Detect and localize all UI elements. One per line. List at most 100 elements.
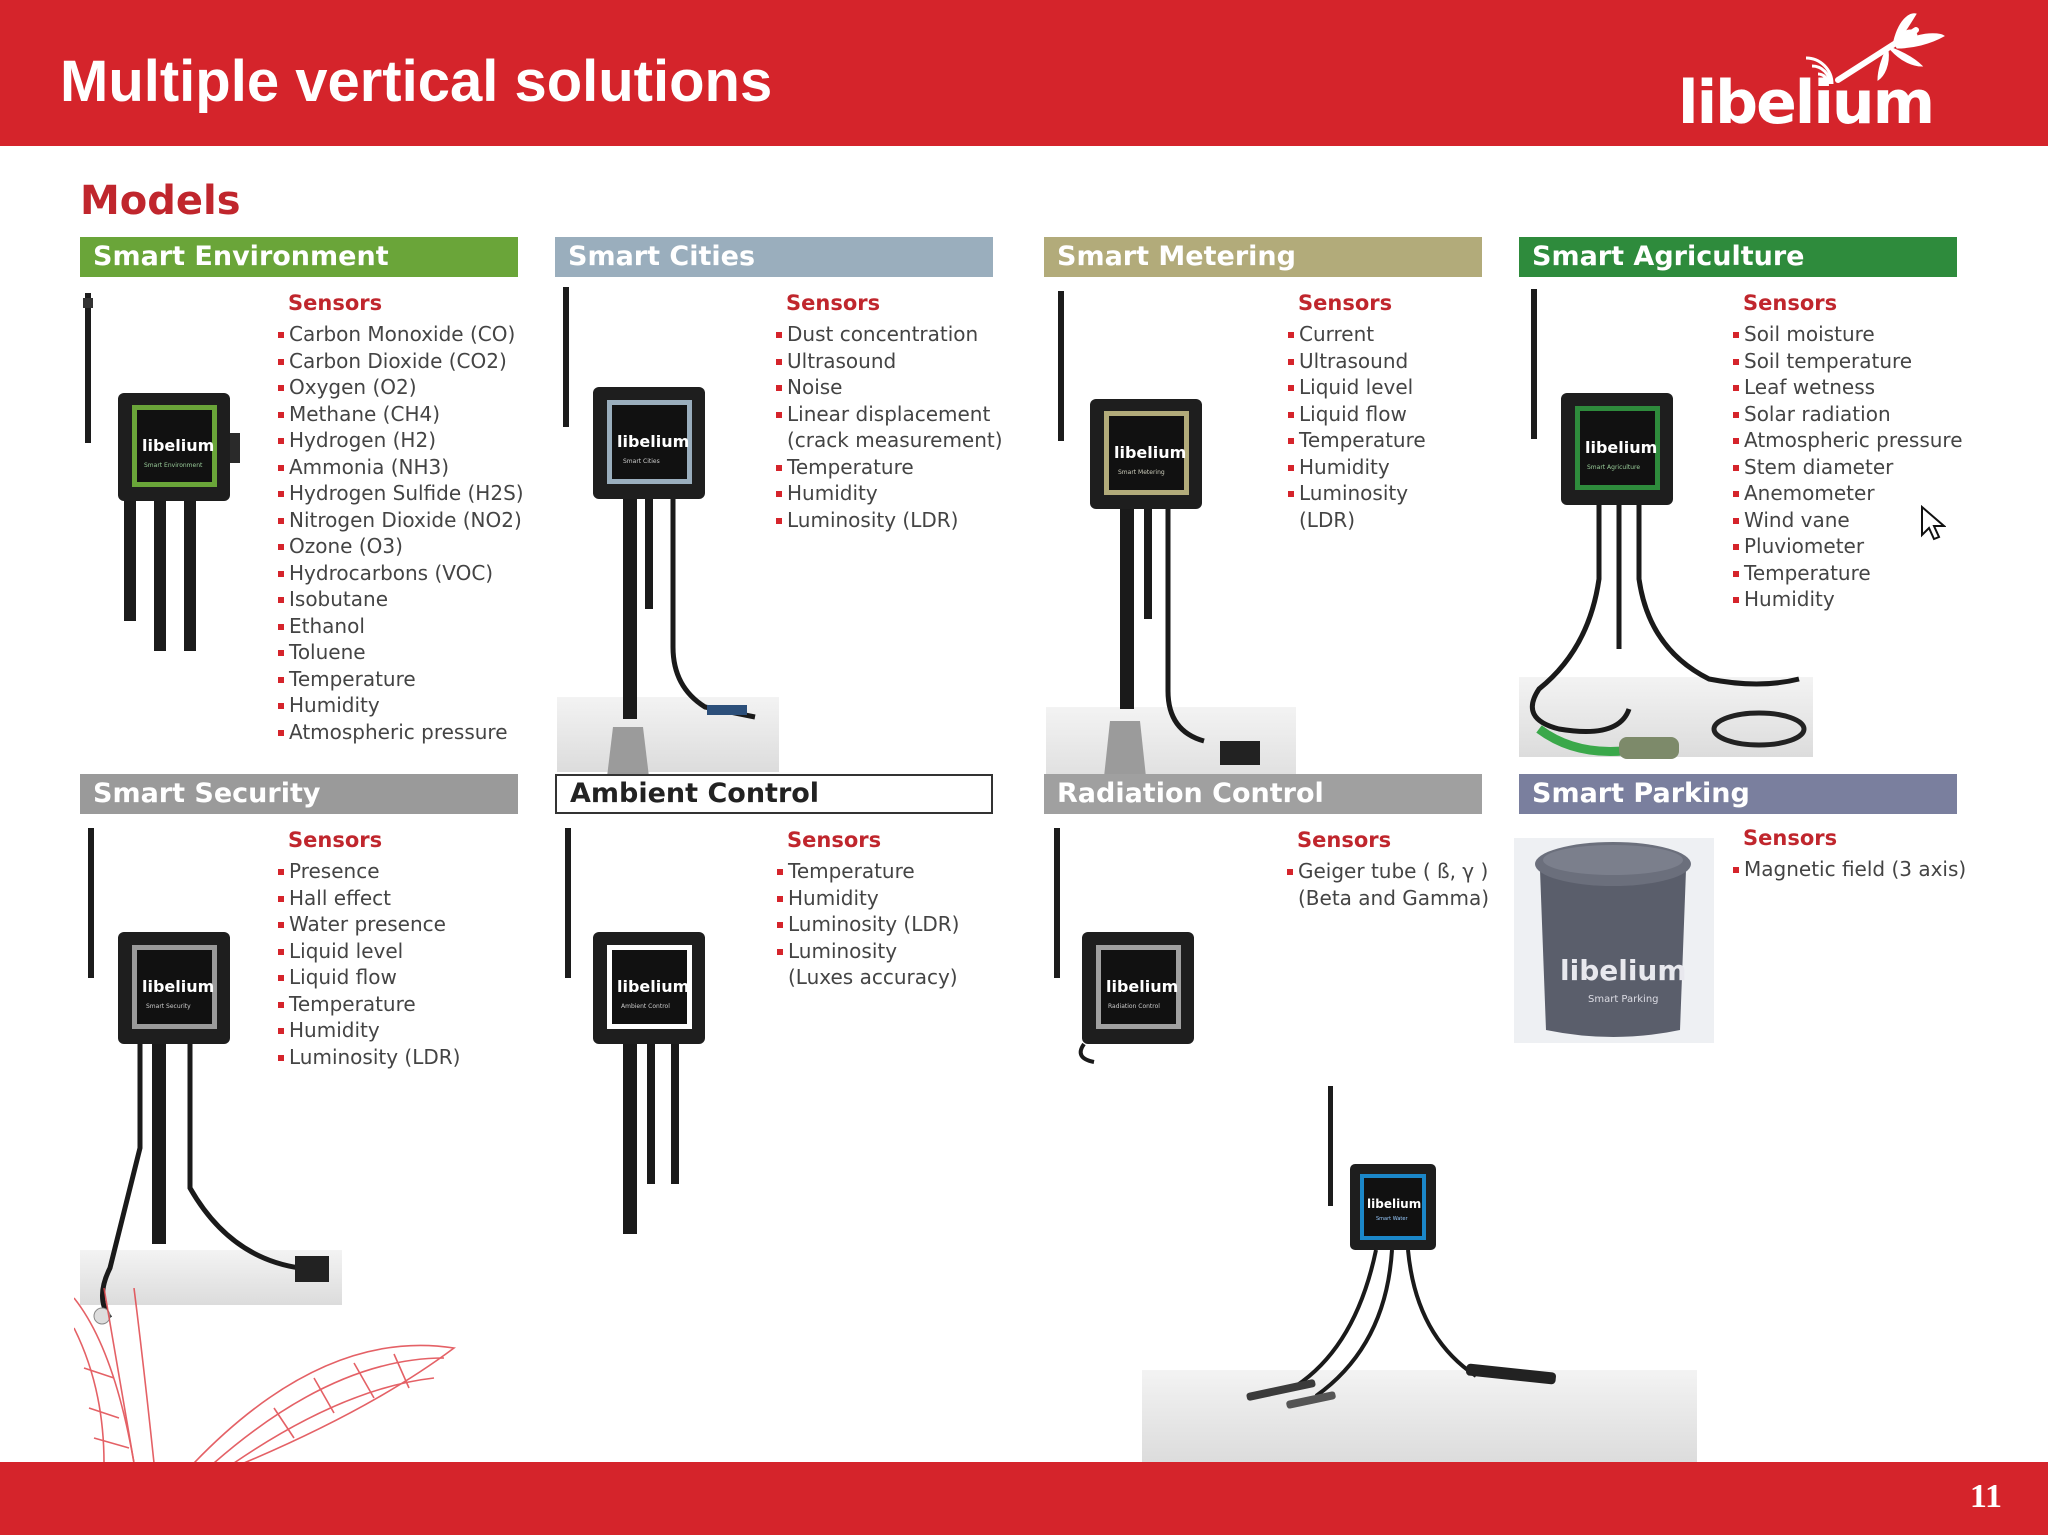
libelium-logo: libelium <box>1678 10 1948 140</box>
sensor-item: Noise <box>776 374 1003 401</box>
sensor-item: Luminosity (LDR) <box>776 507 1003 534</box>
photo-backdrop <box>1142 1370 1697 1462</box>
card-title: Smart Security <box>80 774 518 814</box>
svg-text:libelium: libelium <box>617 432 689 451</box>
sensor-item: Liquid level <box>1288 374 1426 401</box>
svg-text:Radiation Control: Radiation Control <box>1108 1003 1160 1010</box>
sensor-item: Humidity <box>278 692 524 719</box>
card-smart-security: Smart Security libelium Smart Security S… <box>80 774 518 1325</box>
sensor-item: Temperature <box>777 858 959 885</box>
svg-text:libelium: libelium <box>1560 954 1687 987</box>
svg-text:Smart Metering: Smart Metering <box>1118 469 1165 476</box>
sensor-list: Carbon Monoxide (CO) Carbon Dioxide (CO2… <box>278 321 524 745</box>
sensor-item: Pluviometer <box>1733 533 1963 560</box>
security-device-image: libelium Smart Security <box>80 828 350 1328</box>
sensor-item: Hydrogen Sulfide (H2S) <box>278 480 524 507</box>
sensor-item: Atmospheric pressure <box>278 719 524 746</box>
sensor-item: Liquid flow <box>1288 401 1426 428</box>
sensor-list: Temperature Humidity Luminosity (LDR) Lu… <box>777 858 959 991</box>
dragonfly-wing-decoration <box>73 1287 464 1464</box>
svg-text:Smart Security: Smart Security <box>146 1003 191 1010</box>
svg-text:Smart Cities: Smart Cities <box>623 458 660 465</box>
card-title: Ambient Control <box>555 774 993 814</box>
sensors-heading: Sensors <box>288 828 383 852</box>
slide-title: Multiple vertical solutions <box>60 49 773 114</box>
card-smart-environment: Smart Environment libelium Smart Environ… <box>80 237 524 744</box>
sensor-list: Magnetic field (3 axis) <box>1733 856 1966 883</box>
svg-text:Smart Parking: Smart Parking <box>1588 994 1659 1005</box>
sensor-item: Humidity <box>1733 586 1963 613</box>
sensor-list: Current Ultrasound Liquid level Liquid f… <box>1288 321 1426 533</box>
sensor-item: Dust concentration <box>776 321 1003 348</box>
sensor-item: Hydrogen (H2) <box>278 427 524 454</box>
sensor-item: Temperature <box>1288 427 1426 454</box>
sensor-item: Carbon Dioxide (CO2) <box>278 348 524 375</box>
sensor-list: Presence Hall effect Water presence Liqu… <box>278 858 460 1070</box>
sensor-item: (Luxes accuracy) <box>788 965 958 989</box>
card-ambient-control: Ambient Control libelium Ambient Control… <box>555 774 993 1234</box>
sensors-heading: Sensors <box>787 828 882 852</box>
sensor-item: Isobutane <box>278 586 524 613</box>
logo-wordmark: libelium <box>1678 68 1935 138</box>
ambient-device-image: libelium Ambient Control <box>555 828 755 1238</box>
sensor-item: Atmospheric pressure <box>1733 427 1963 454</box>
sensor-item: Current <box>1288 321 1426 348</box>
sensor-item: Temperature <box>278 666 524 693</box>
sensor-item: Soil temperature <box>1733 348 1963 375</box>
metering-device-image: libelium Smart Metering <box>1044 291 1294 791</box>
sensors-heading: Sensors <box>1743 826 1838 850</box>
sensor-item: Presence <box>278 858 460 885</box>
sensor-item: Hydrocarbons (VOC) <box>278 560 524 587</box>
environment-device-image: libelium Smart Environment <box>80 293 250 658</box>
sensor-item: Wind vane <box>1733 507 1963 534</box>
parking-sensor-image: libelium Smart Parking <box>1514 830 1714 1045</box>
sensor-item: Solar radiation <box>1733 401 1963 428</box>
sensor-item: Luminosity (LDR) <box>777 911 959 938</box>
mouse-pointer-icon <box>1920 504 1947 546</box>
sensor-item: Ozone (O3) <box>278 533 524 560</box>
sensor-item: Geiger tube ( ß, γ ) <box>1287 858 1489 885</box>
sensor-item: Anemometer <box>1733 480 1963 507</box>
sensor-item: Hall effect <box>278 885 460 912</box>
agriculture-device-image: libelium Smart Agriculture <box>1519 289 1819 769</box>
sensor-item: Temperature <box>278 991 460 1018</box>
sensor-item: (crack measurement) <box>787 428 1003 452</box>
sensors-heading: Sensors <box>288 291 383 315</box>
sensors-heading: Sensors <box>1298 291 1393 315</box>
footer-bar: 11 <box>0 1462 2048 1535</box>
svg-text:libelium: libelium <box>142 436 214 455</box>
sensor-item: Luminosity <box>1288 480 1426 507</box>
card-title: Smart Metering <box>1044 237 1482 277</box>
sensor-item: Luminosity (LDR) <box>278 1044 460 1071</box>
sensor-item: Ultrasound <box>1288 348 1426 375</box>
card-title: Smart Agriculture <box>1519 237 1957 277</box>
svg-text:libelium: libelium <box>1106 977 1178 996</box>
sensor-list: Dust concentration Ultrasound Noise Line… <box>776 321 1003 533</box>
sensor-item: Toluene <box>278 639 524 666</box>
card-smart-parking: Smart Parking Sensors Magnetic field (3 … <box>1519 774 1966 881</box>
svg-text:libelium: libelium <box>1367 1197 1421 1211</box>
card-radiation-control: Radiation Control libelium Radiation Con… <box>1044 774 1489 1064</box>
sensor-item: (Beta and Gamma) <box>1298 885 1490 910</box>
sensor-item: Liquid flow <box>278 964 460 991</box>
sensor-list: Soil moisture Soil temperature Leaf wetn… <box>1733 321 1963 613</box>
card-smart-cities: Smart Cities libelium Smart Cities Senso… <box>555 237 1003 777</box>
sensors-heading: Sensors <box>1743 291 1838 315</box>
sensor-item: Water presence <box>278 911 460 938</box>
svg-text:Smart Environment: Smart Environment <box>144 462 203 469</box>
svg-text:libelium: libelium <box>142 977 214 996</box>
sensor-item: Humidity <box>776 480 1003 507</box>
page-number: 11 <box>1969 1478 2002 1515</box>
sensor-item: Liquid level <box>278 938 460 965</box>
sensor-item: Carbon Monoxide (CO) <box>278 321 524 348</box>
section-title: Models <box>80 178 241 224</box>
svg-text:libelium: libelium <box>1585 438 1657 457</box>
water-device-image: libelium Smart Water <box>1236 1086 1596 1416</box>
svg-text:libelium: libelium <box>1114 443 1186 462</box>
sensor-item: Humidity <box>777 885 959 912</box>
svg-text:Smart Agriculture: Smart Agriculture <box>1587 464 1640 471</box>
cities-device-image: libelium Smart Cities <box>555 287 785 777</box>
card-title: Smart Cities <box>555 237 993 277</box>
sensors-heading: Sensors <box>1297 828 1392 852</box>
radiation-device-image: libelium Radiation Control <box>1044 828 1244 1078</box>
